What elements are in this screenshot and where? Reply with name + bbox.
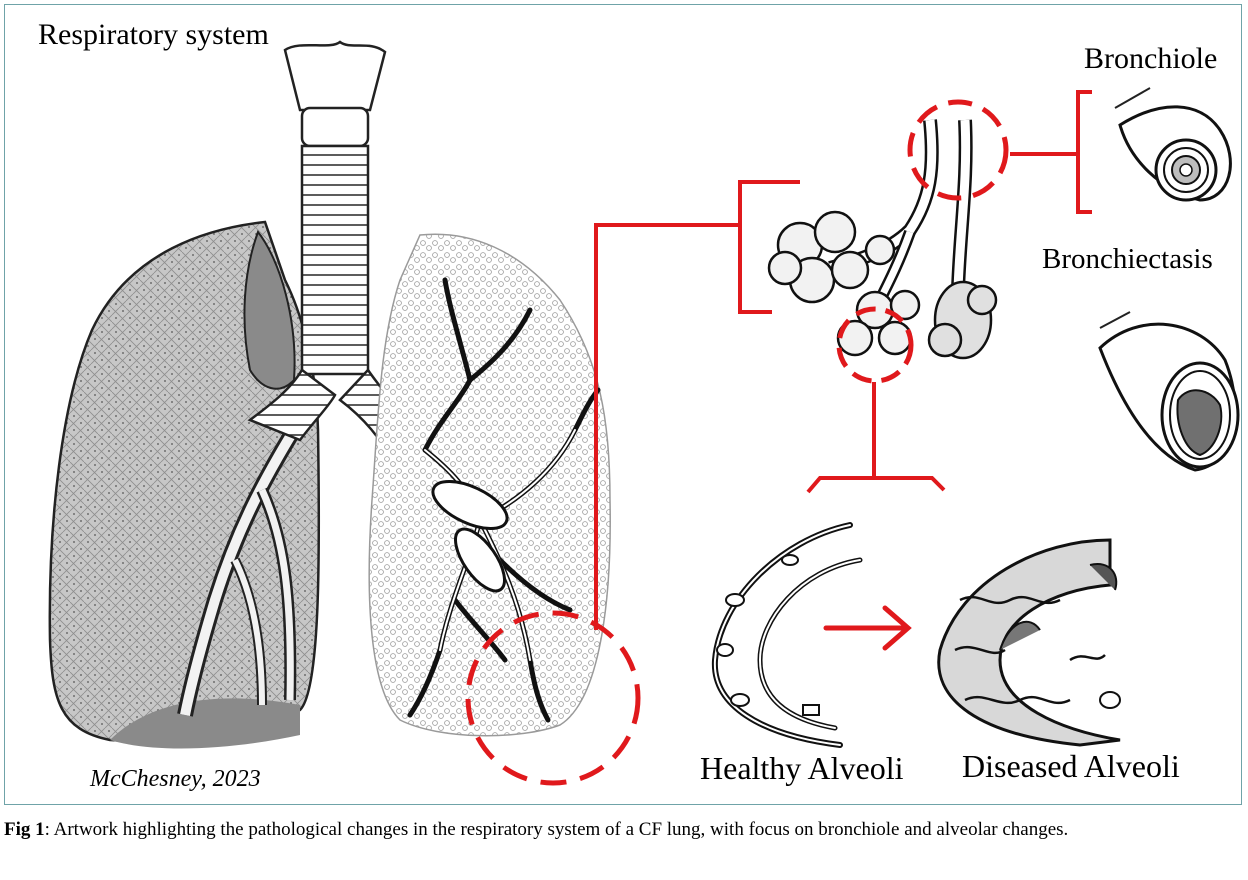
respiratory-illustration [0, 0, 1248, 810]
bronchiectasis-label: Bronchiectasis [1042, 243, 1213, 276]
figure-title: Respiratory system [38, 18, 269, 52]
bronchiectasis-tube [1100, 312, 1238, 470]
caption-text: : Artwork highlighting the pathological … [45, 819, 1069, 840]
right-lung-bronchial-tree [369, 234, 610, 735]
healthy-alveoli-label: Healthy Alveoli [700, 750, 904, 787]
bronchiole-label: Bronchiole [1084, 42, 1217, 76]
figure-caption: Fig 1: Artwork highlighting the patholog… [4, 818, 1234, 842]
diseased-alveoli-label: Diseased Alveoli [962, 748, 1180, 785]
progression-arrow [826, 608, 908, 648]
bronchiole-alveolar-sacs [769, 120, 996, 358]
caption-label: Fig 1 [4, 819, 45, 840]
artist-credit: McChesney, 2023 [90, 766, 261, 793]
bronchiole-tube [1115, 88, 1230, 200]
healthy-alveoli-drawing [715, 525, 860, 745]
diseased-alveoli-drawing [939, 540, 1120, 745]
left-lung [50, 222, 319, 748]
